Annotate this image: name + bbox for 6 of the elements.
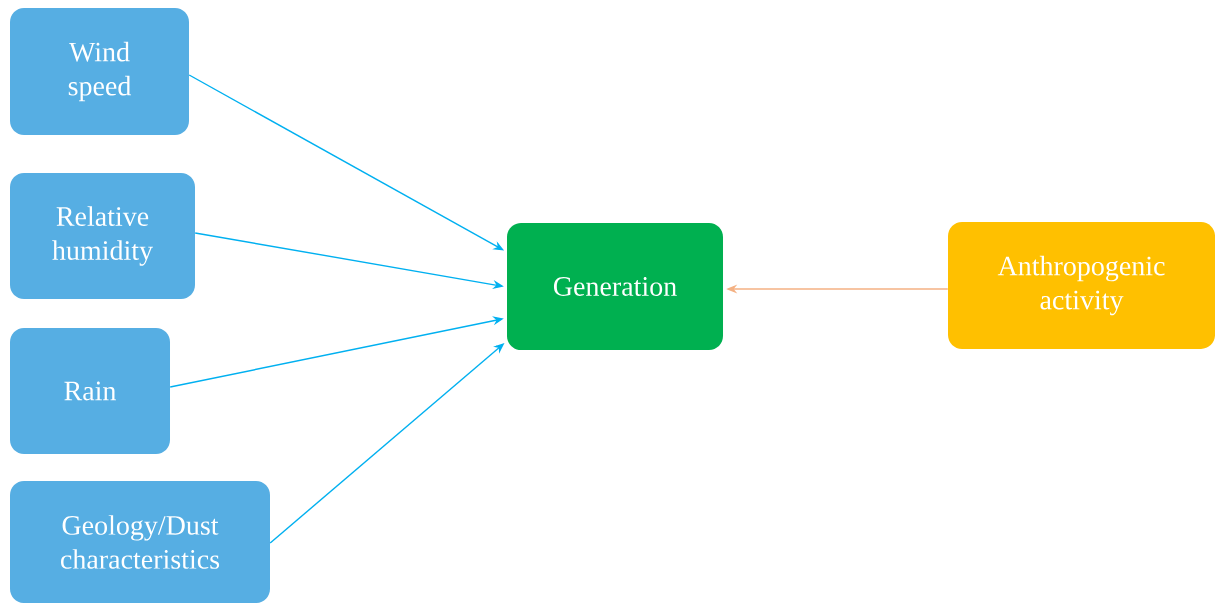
factor-box: Geology/Dust characteristics <box>10 481 270 603</box>
factor-box: Anthropogenic activity <box>948 222 1215 349</box>
factor-box: Wind speed <box>10 8 189 135</box>
factor-box: Relative humidity <box>10 173 195 299</box>
factor-box: Rain <box>10 328 170 454</box>
result-box: Generation <box>507 223 723 350</box>
